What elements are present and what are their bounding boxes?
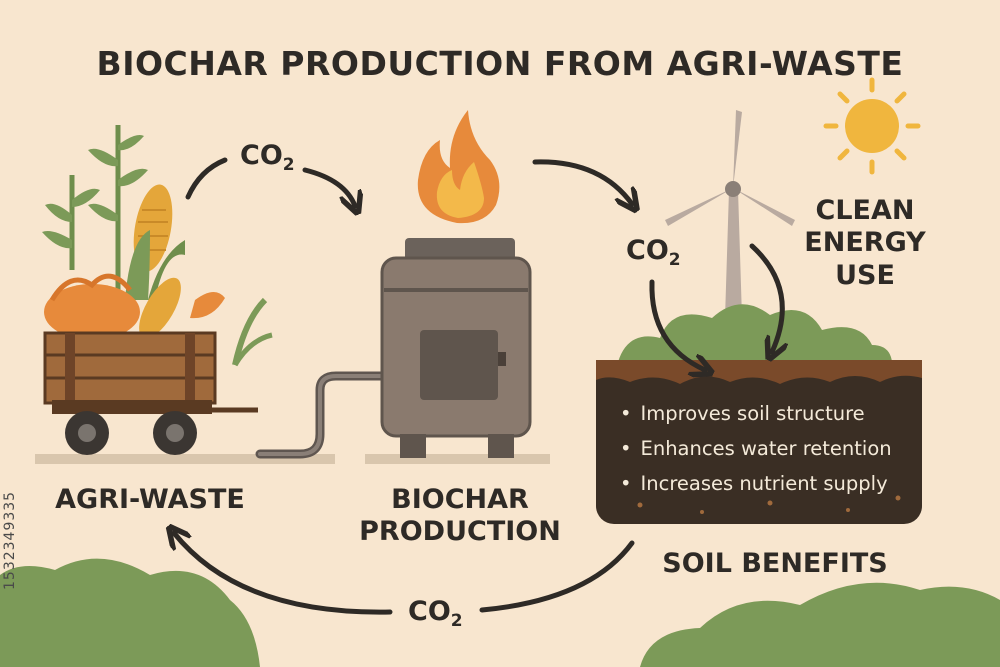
corn-icon (125, 184, 185, 300)
co2-subscript: 2 (668, 250, 681, 270)
clean-energy-line1: CLEAN (815, 195, 915, 226)
stock-id-watermark: 1532349335 (2, 490, 18, 590)
sun-icon (823, 77, 921, 175)
co2-label-top: CO2 (240, 140, 295, 175)
clean-energy-line2: ENERGY (804, 227, 926, 259)
soil-benefits-label: SOIL BENEFITS (662, 548, 888, 579)
biochar-production-label: BIOCHAR PRODUCTION (340, 484, 580, 549)
flame-icon (417, 110, 500, 224)
co2-label-bottom: CO2 (408, 596, 463, 631)
biochar-production-line2: PRODUCTION (359, 516, 561, 548)
clean-energy-label: CLEAN ENERGY USE (790, 195, 940, 292)
co2-subscript: 2 (450, 611, 463, 631)
page-title: BIOCHAR PRODUCTION FROM AGRI-WASTE (96, 44, 904, 83)
list-item: Improves soil structure (620, 396, 892, 431)
wind-turbine-icon (665, 110, 795, 318)
co2-label-middle: CO2 (626, 235, 681, 270)
clean-energy-line3: USE (835, 259, 895, 291)
list-item: Increases nutrient supply (620, 466, 892, 501)
pipe-icon (255, 371, 391, 459)
co2-subscript: 2 (282, 155, 295, 175)
cart-icon (43, 331, 258, 455)
soil-benefits-list: Improves soil structure Enhances water r… (620, 396, 892, 501)
co2-base: CO (626, 235, 669, 266)
hill-right-icon (640, 582, 1000, 667)
agri-waste-label: AGRI-WASTE (55, 484, 245, 515)
arrow-co2-to-furnace (302, 167, 355, 206)
arrow-co2-to-agri (174, 533, 393, 615)
plant-icon (42, 125, 148, 290)
arrow-turbine-to-soil (749, 243, 782, 352)
harvest-pile-icon (44, 273, 273, 367)
co2-base: CO (240, 140, 283, 171)
ground-line (35, 454, 550, 464)
biochar-production-line1: BIOCHAR (391, 484, 529, 515)
bush-icon (618, 304, 892, 362)
arrow-co2-to-soil-left (649, 279, 705, 370)
arrow-flame-to-turbine (532, 159, 632, 204)
cycle-arrows (174, 157, 782, 615)
arrow-agri-to-co2 (185, 157, 228, 200)
hill-left-icon (0, 558, 260, 667)
list-item: Enhances water retention (620, 431, 892, 466)
furnace-icon (380, 238, 532, 458)
co2-base: CO (408, 596, 451, 627)
arrow-soil-to-co2-bottom (479, 540, 635, 613)
